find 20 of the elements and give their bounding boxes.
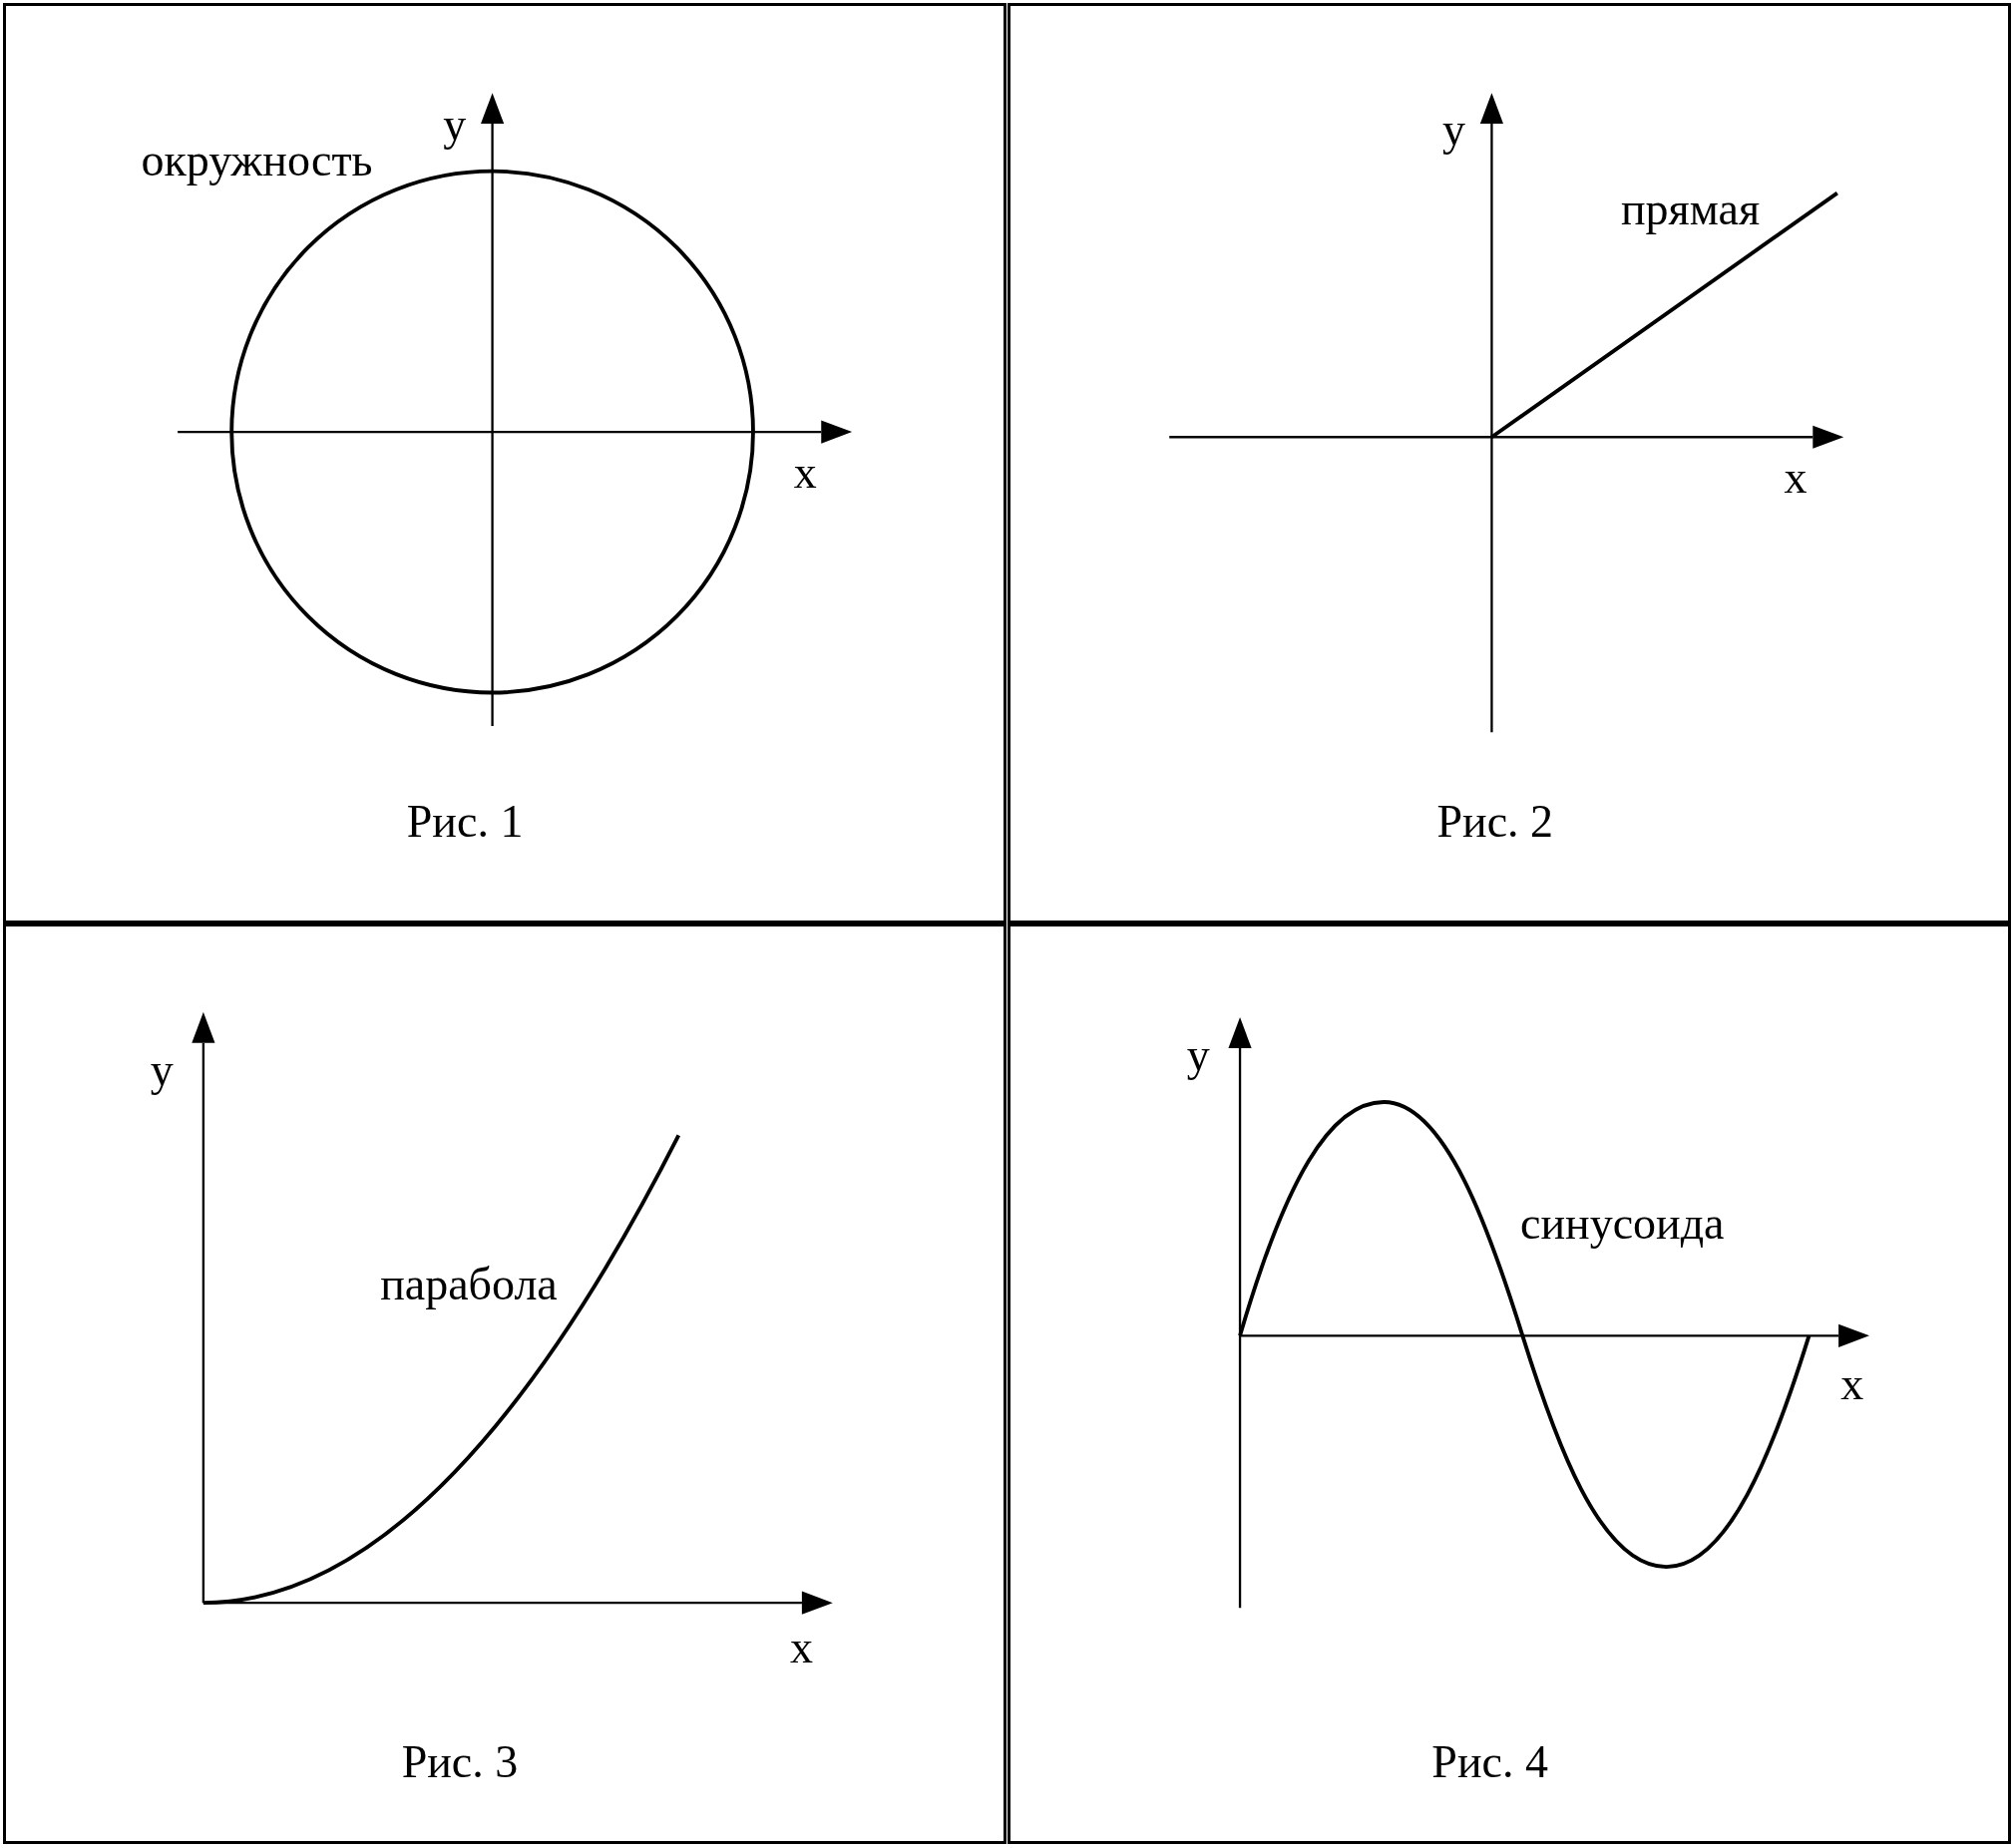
- axis-label: y: [1186, 1032, 1210, 1079]
- figure-panel: [2, 2, 1007, 924]
- axis-label: x: [789, 1625, 813, 1670]
- curve-label: синусоида: [1520, 1201, 1725, 1248]
- axis-label: y: [443, 101, 467, 148]
- figure-caption: Рис. 4: [1431, 1738, 1548, 1785]
- curve-label: окружность: [141, 137, 373, 184]
- curve-label: парабола: [380, 1261, 558, 1307]
- axis-label: y: [1442, 107, 1466, 154]
- axis-label: x: [793, 449, 817, 496]
- figure-caption: Рис. 1: [406, 799, 524, 846]
- axis-label: y: [150, 1046, 174, 1093]
- figure-panel: [1007, 2, 2012, 924]
- curve-label: прямая: [1620, 185, 1761, 232]
- figure-panel: [2, 923, 1007, 1844]
- figure-caption: Рис. 3: [401, 1738, 519, 1785]
- axis-label: x: [1840, 1361, 1864, 1408]
- figure-caption: Рис. 2: [1436, 799, 1554, 846]
- axis-label: x: [1784, 455, 1808, 501]
- figure-panel: [1007, 923, 2012, 1844]
